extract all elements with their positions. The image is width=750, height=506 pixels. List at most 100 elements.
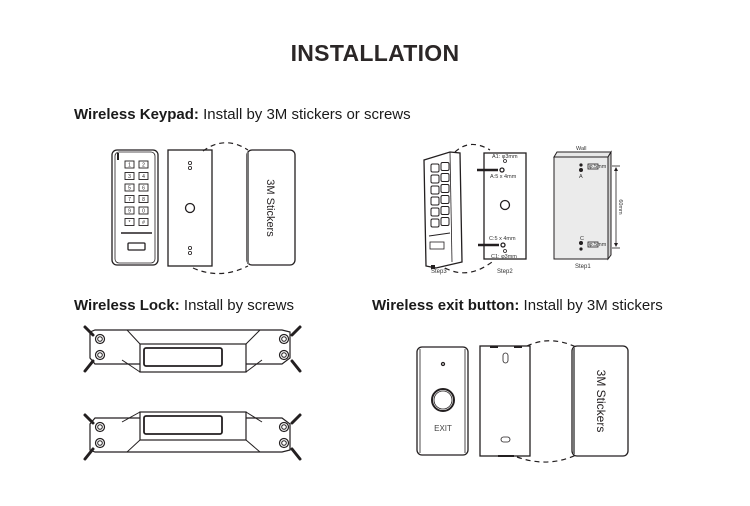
step-arrow-bottom xyxy=(444,261,493,274)
label-a1: A1: φ3mm xyxy=(492,154,518,160)
keypad-key xyxy=(124,183,135,192)
keypad-sticker-label: 3M Stickers xyxy=(264,179,276,237)
keypad-key xyxy=(430,185,440,195)
exit-sticker-label: 3M Stickers xyxy=(594,370,608,433)
keypad-key-label: 4 xyxy=(142,174,145,180)
keypad-front-illustration: 1 2 3 4 5 6 7 8 9 0 * # xyxy=(111,149,159,266)
rotate-arrow-top xyxy=(202,142,249,152)
screw-icon xyxy=(290,413,302,425)
exit-arrow-top xyxy=(526,340,577,348)
step1-label: Step1 xyxy=(575,264,591,270)
exit-label: EXIT xyxy=(434,424,452,433)
keypad-key xyxy=(440,184,450,193)
keypad-key-label: 8 xyxy=(142,197,145,203)
exit-arrow-bottom xyxy=(516,454,577,463)
page-title: INSTALLATION xyxy=(290,40,460,66)
hole-a-label: φ.5mm xyxy=(589,164,607,170)
exit-sticker-illustration xyxy=(571,345,629,457)
keypad-key-label: 2 xyxy=(142,163,145,169)
lock-sep: : xyxy=(174,297,180,314)
keypad-key-label: 7 xyxy=(128,197,131,203)
hole-c-label: φ.5mm xyxy=(589,242,607,248)
screw-icon xyxy=(290,359,302,373)
keypad-key xyxy=(138,206,149,215)
screw-icon xyxy=(83,325,95,337)
keypad-key xyxy=(124,195,135,203)
lock-install-diagram xyxy=(83,325,302,461)
step2-label: Step2 xyxy=(497,269,513,275)
screw-icon xyxy=(290,447,302,461)
exit-name: Wireless exit button xyxy=(372,297,515,314)
lock-desc: Install by screws xyxy=(179,297,294,314)
keypad-key xyxy=(138,160,149,169)
keypad-key-label: 0 xyxy=(142,209,145,215)
exit-sep: : xyxy=(514,297,520,314)
screw-hole xyxy=(94,421,106,433)
screw-hole xyxy=(278,333,290,345)
keypad-key-label: # xyxy=(142,220,145,226)
exit-backplate-illustration xyxy=(479,345,531,457)
keypad-key xyxy=(124,206,135,215)
keypad-key xyxy=(440,173,450,182)
screw-icon xyxy=(83,447,95,461)
keypad-key xyxy=(138,218,149,226)
rotate-arrow-bottom xyxy=(192,265,249,275)
keypad-key xyxy=(124,172,135,180)
point-a-label: A xyxy=(579,174,583,180)
keypad-key xyxy=(138,183,149,192)
step3-label: Step3 xyxy=(431,269,447,275)
screw-hole xyxy=(94,333,106,345)
screw-icon xyxy=(83,413,95,425)
keypad-backplate-illustration xyxy=(167,149,213,267)
keypad-key-label: 1 xyxy=(128,163,131,169)
screw-icon xyxy=(290,325,302,337)
keypad-name: Wireless Keypad xyxy=(74,106,194,123)
label-c: C:5 x 4mm xyxy=(489,236,516,242)
wall-label: Wall xyxy=(576,146,587,152)
keypad-key xyxy=(440,217,450,226)
screw-hole xyxy=(278,437,290,449)
keypad-key xyxy=(430,174,440,184)
keypad-desc: Install by 3M stickers or screws xyxy=(198,106,411,123)
keypad-sticker-illustration xyxy=(246,149,296,266)
keypad-key-label: 6 xyxy=(142,186,145,192)
label-c1: C1: φ3mm xyxy=(491,254,517,260)
section-heading-exit: Wireless exit button: Install by 3M stic… xyxy=(372,297,663,314)
keypad-key xyxy=(124,160,135,169)
keypad-key-label: 3 xyxy=(128,174,131,180)
distance-label: 60mm xyxy=(617,199,623,215)
keypad-key xyxy=(430,207,440,217)
screw-hole xyxy=(278,349,290,361)
section-heading-lock: Wireless Lock: Install by screws xyxy=(74,297,294,314)
screw-hole xyxy=(94,349,106,361)
keypad-key-label: 5 xyxy=(128,186,131,192)
screw-hole xyxy=(278,421,290,433)
keypad-key xyxy=(430,163,440,173)
point-c-label: C xyxy=(580,236,584,242)
exit-button-front-illustration xyxy=(416,346,469,456)
keypad-key xyxy=(440,195,450,204)
screw-hole xyxy=(94,437,106,449)
screw-icon xyxy=(83,359,95,373)
keypad-key xyxy=(138,195,149,203)
step1-wall-illustration xyxy=(553,150,620,261)
keypad-key xyxy=(430,218,440,228)
keypad-key xyxy=(138,172,149,180)
lock-bracket-illustration xyxy=(83,411,302,461)
keypad-key xyxy=(124,218,135,226)
lock-bracket-illustration xyxy=(83,325,302,373)
keypad-key-label: * xyxy=(129,220,131,226)
section-heading-keypad: Wireless Keypad: Install by 3M stickers … xyxy=(74,106,411,123)
keypad-sep: : xyxy=(193,106,199,123)
lock-name: Wireless Lock xyxy=(74,297,175,314)
step2-backplate-illustration xyxy=(477,152,527,260)
step-arrow-top xyxy=(454,143,491,153)
keypad-key xyxy=(440,206,450,215)
keypad-key-label: 9 xyxy=(128,209,131,215)
exit-desc: Install by 3M stickers xyxy=(519,297,663,314)
keypad-angled-illustration xyxy=(423,151,463,269)
label-a: A:5 x 4mm xyxy=(490,174,517,180)
keypad-key xyxy=(440,162,450,171)
keypad-key xyxy=(430,196,440,206)
